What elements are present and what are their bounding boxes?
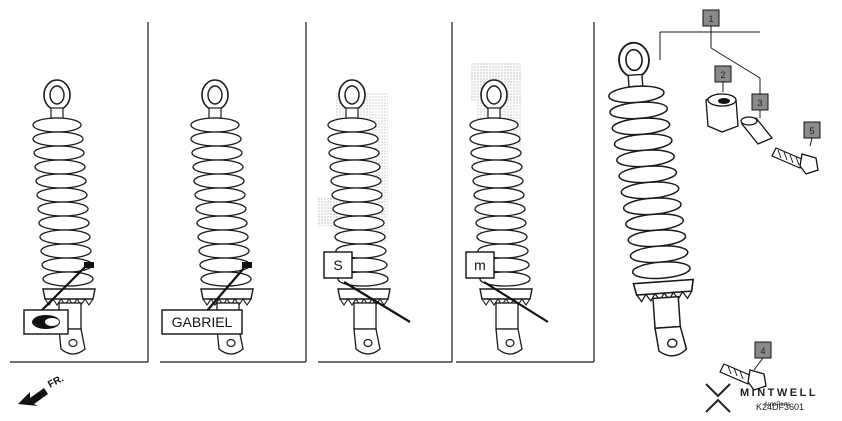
callout-leaders [659,26,813,371]
brand-emblem-icon [32,315,60,329]
callout-1: 1 [702,9,720,27]
exploded-shock-main [604,38,700,360]
leader-line-3 [343,281,411,323]
spacer-part [705,93,739,133]
mintwell-logo-icon [705,383,731,413]
marking-spot-1 [84,262,94,268]
front-arrow-icon: FR. [18,373,66,406]
panel-3-label-box [323,251,353,279]
panel-2-shock: GABRIEL [161,79,254,355]
bushing-part [740,116,774,145]
callout-3-label: 3 [757,98,762,108]
panel-1-shock [23,79,96,355]
front-direction-label: FR. [46,373,66,390]
watermark-sub: AutoParts [764,402,790,408]
callout-5-label: 5 [809,126,814,136]
panel-4-label-box [465,251,495,279]
leader-line-4 [483,281,549,323]
panel-4-shock: m [465,62,549,355]
bolt-part-upper [771,147,819,175]
callout-2: 2 [714,65,732,83]
callout-1-label: 1 [708,14,713,24]
callout-3: 3 [751,93,769,111]
callout-5: 5 [803,121,821,139]
watermark-brand: MINTWELL [740,387,818,399]
panel-2-label-box [161,309,243,335]
callout-4: 4 [754,341,772,359]
panel-2-label: GABRIEL [172,314,233,330]
panel-3-shock: S [318,79,411,355]
panel-dividers [10,22,595,363]
panel-4-label: m [474,257,486,273]
marking-spot-2 [242,262,252,268]
diagram-code: K24DF3601 [756,402,804,412]
callout-2-label: 2 [720,70,725,80]
panel-3-label: S [333,257,342,273]
callout-4-label: 4 [760,346,765,356]
leader-line-1 [39,265,87,313]
leader-line-2 [205,267,245,313]
bolt-part-lower [719,363,767,391]
panel-1-label-box [23,309,69,335]
mintwell-watermark: MINTWELL AutoParts K24DF3601 [705,383,818,413]
